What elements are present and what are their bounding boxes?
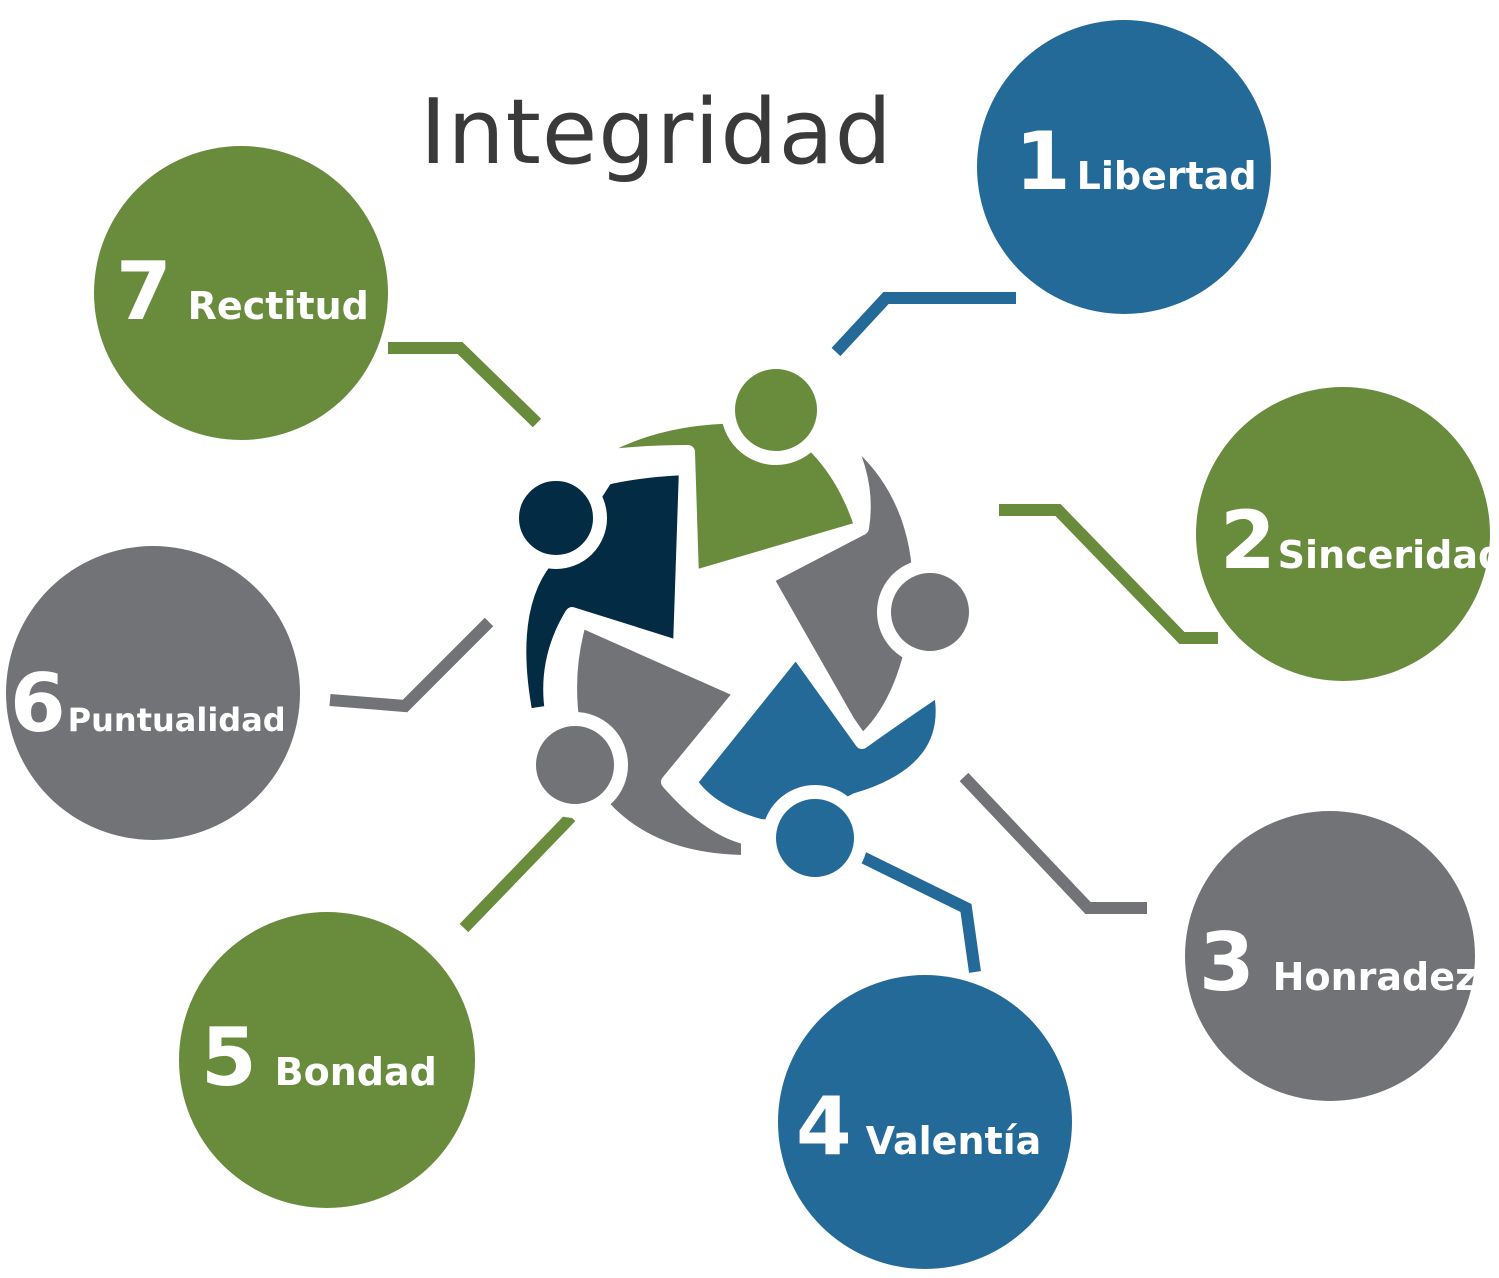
value-circle-6: 6 Puntualidad [6,546,300,840]
team-circle-icon [505,355,983,891]
person-green-head [721,355,831,465]
value-number-7: 7 [116,245,172,338]
value-number-5: 5 [201,1011,257,1104]
value-label-6: Puntualidad [67,701,286,739]
connector-5 [459,812,576,933]
value-label-1: Libertad [1076,154,1257,198]
connector-1 [831,292,1016,357]
diagram-title: Integridad [420,80,893,185]
person-blue-body [683,643,950,834]
value-number-2: 2 [1220,494,1276,587]
value-circle-2: 2 Sinceridad [1196,387,1499,681]
value-label-7: Rectitud [187,284,369,328]
person-navy-head [505,467,607,569]
connector-4 [845,844,981,973]
value-number-4: 4 [796,1080,852,1173]
person-gray-left-head [522,712,628,818]
person-gray-right-head [877,559,983,665]
connector-7 [388,342,542,428]
connector-3 [959,772,1147,914]
value-number-6: 6 [10,657,66,750]
connector-2 [999,504,1218,644]
value-label-2: Sinceridad [1277,533,1499,577]
value-label-4: Valentía [865,1119,1042,1163]
person-blue-head [762,785,868,891]
connector-6 [329,617,494,713]
value-circle-1: 1 Libertad [977,20,1271,314]
value-circle-7: 7 Rectitud [94,146,388,440]
value-label-3: Honradez [1272,955,1478,999]
value-number-3: 3 [1199,916,1255,1009]
value-circle-3: 3 Honradez [1185,811,1478,1101]
value-circle-4: 4 Valentía [778,975,1072,1269]
value-circle-5: 5 Bondad [179,912,475,1208]
value-number-1: 1 [1015,115,1071,208]
person-gray-left-body [563,613,755,869]
person-gray-right-body [759,423,928,749]
value-label-5: Bondad [274,1050,437,1094]
